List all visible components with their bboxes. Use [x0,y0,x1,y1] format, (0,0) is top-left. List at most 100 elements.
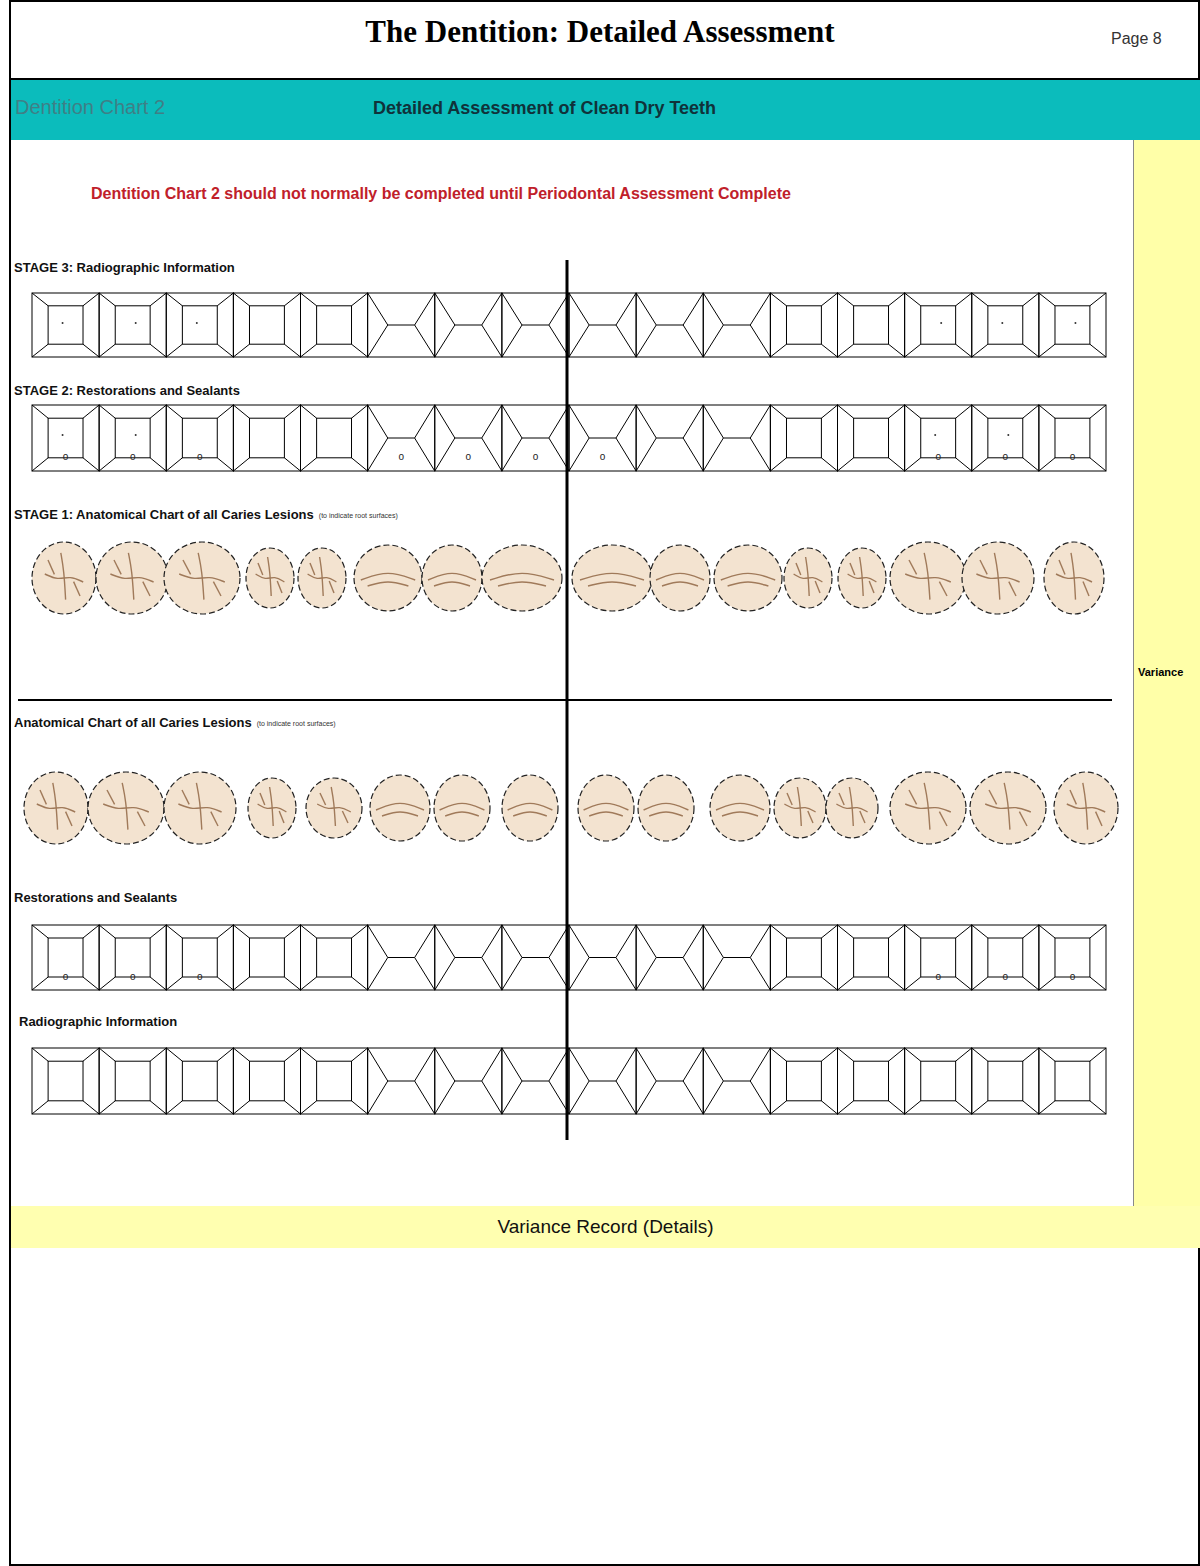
surface-divider [889,1048,905,1061]
surface-divider [1023,405,1039,418]
fissure-line [137,812,145,826]
surface-divider [905,925,921,938]
surface-divider [589,325,616,326]
occlusal-surface [921,306,956,344]
tooth-cell [233,405,300,471]
tooth-cell [569,925,636,990]
tooth-outline [1054,772,1118,844]
chart-dot [1007,434,1009,436]
surface-divider [368,438,388,471]
surface-divider [388,438,415,439]
surface-divider [301,293,317,306]
section-note: (to indicate root surfaces) [257,720,336,728]
surface-divider [549,925,569,958]
surface-divider [301,458,317,471]
surface-divider [889,344,905,357]
surface-divider [703,925,723,958]
chart-dot [135,434,137,436]
tooth-cell [703,405,770,471]
tooth-cell [703,925,770,990]
fissure-line [939,812,947,826]
tooth-outline [370,775,430,841]
cell-outline [368,293,435,357]
surface-divider [889,458,905,471]
surface-divider [150,458,166,471]
surface-divider [683,325,703,357]
cell-outline [435,1048,502,1114]
surface-divider [821,977,837,990]
cell-outline [166,405,233,471]
surface-divider [770,293,786,306]
surface-divider [1023,1101,1039,1114]
fissure-line [279,811,284,823]
surface-divider [435,325,455,357]
surface-divider [166,458,182,471]
surface-divider [368,325,388,357]
surface-divider [352,344,368,357]
tooth-cell [166,925,233,990]
tooth-cell [905,405,972,471]
tooth-drawing [572,545,652,611]
cell-outline [233,405,300,471]
surface-divider [905,1048,921,1061]
fissure-line [122,783,128,830]
occlusal-surface [317,1061,352,1101]
fissure-line [644,803,689,810]
surface-divider [956,458,972,471]
fissure-line [445,812,479,816]
tooth-outline [962,542,1034,614]
surface-divider [284,977,300,990]
surface-divider [569,293,589,325]
surface-divider [352,977,368,990]
occlusal-surface [786,306,821,344]
surface-divider [656,325,683,326]
section-label: STAGE 2: Restorations and Sealants [14,384,240,399]
surface-divider [99,1101,115,1114]
surface-divider [956,977,972,990]
surface-mark: o [197,451,203,463]
tooth-drawing [1044,542,1104,614]
surface-divider [636,293,656,325]
tooth-drawing [24,772,88,844]
page-number: Page 8 [1111,30,1162,48]
fissure-line [211,812,218,826]
chart-name: Dentition Chart 2 [15,96,165,119]
surface-divider [703,1081,723,1114]
cell-outline [301,293,368,357]
fissure-line [74,582,80,596]
tooth-illustrations [24,542,1118,844]
cell-outline [301,405,368,471]
tooth-drawing [164,772,236,844]
surface-divider [616,293,636,325]
cell-outline [502,925,569,990]
fissure-line [40,790,46,804]
cell-outline [502,405,569,471]
surface-divider [435,1081,455,1114]
tooth-outline [838,548,886,608]
tooth-cell [972,405,1039,471]
tooth-cell [1039,925,1106,990]
tooth-drawing [482,545,562,611]
surface-divider [616,1081,636,1114]
surface-divider [415,958,435,991]
tooth-outline [774,778,826,838]
cell-outline [770,405,837,471]
tooth-cell [99,925,166,990]
cell-outline [32,293,99,357]
surface-divider [1090,344,1106,357]
surface-divider [352,1101,368,1114]
occlusal-surface [988,1061,1023,1101]
surface-divider [502,1048,522,1081]
cell-outline [636,293,703,357]
surface-divider [99,405,115,418]
surface-divider [905,344,921,357]
tooth-cell [569,293,636,357]
fissure-line [128,553,133,600]
fissure-line [66,812,72,826]
tooth-cell [368,925,435,990]
surface-divider [1023,458,1039,471]
occlusal-surface [854,938,889,977]
surface-divider [502,325,522,357]
surface-divider [352,405,368,418]
tooth-cell [703,1048,770,1114]
